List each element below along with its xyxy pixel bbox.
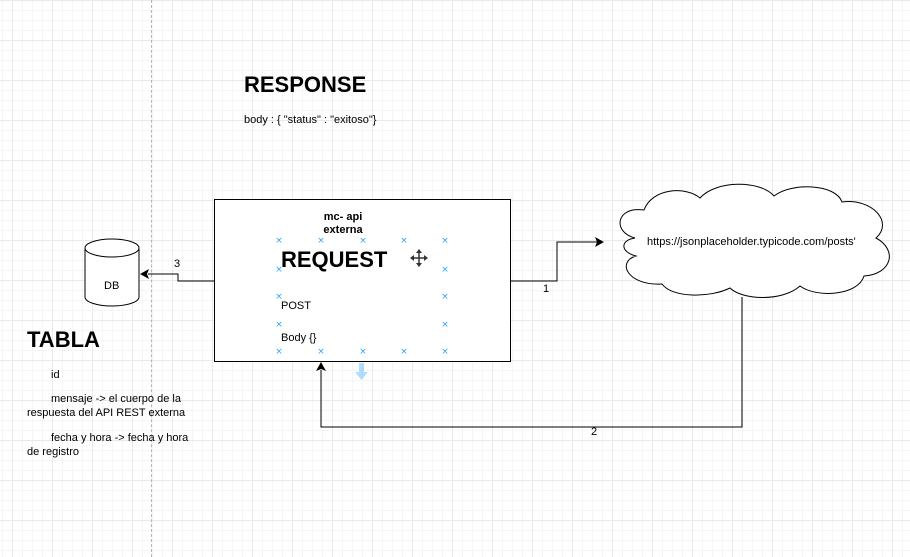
edge-2-label[interactable]: 2 [591,426,598,438]
selection-handle-icon[interactable]: × [275,292,283,302]
move-cursor-icon [410,249,428,267]
selection-handle-icon[interactable]: × [441,265,449,275]
page-boundary-guide [151,0,152,557]
selection-handle-icon[interactable]: × [359,347,367,357]
edge-3-arrowhead [140,269,149,279]
selection-handle-icon[interactable]: × [359,236,367,246]
service-name-label[interactable]: mc- api externa [323,211,363,236]
selection-handle-icon[interactable]: × [317,347,325,357]
edge-1-connector[interactable] [510,241,597,282]
service-box[interactable] [214,199,511,362]
edge-2-arrowhead [316,362,326,371]
selection-handle-icon[interactable]: × [400,236,408,246]
edge-1-arrowhead [595,237,604,247]
database-cylinder[interactable] [84,238,140,307]
table-field-fecha[interactable]: fecha y hora -> fecha y hora de registro [27,432,189,458]
table-field-id[interactable]: id [51,369,60,381]
edge-2-connector[interactable] [320,297,743,428]
selection-handle-icon[interactable]: × [441,236,449,246]
request-body-label[interactable]: Body {} [281,332,317,344]
database-label[interactable]: DB [104,280,120,292]
selection-handle-icon[interactable]: × [441,320,449,330]
selection-handle-icon[interactable]: × [275,347,283,357]
edge-3-label[interactable]: 3 [174,258,181,270]
edge-1-label[interactable]: 1 [543,283,550,295]
request-method-label[interactable]: POST [281,300,311,312]
selection-handle-icon[interactable]: × [275,320,283,330]
selection-handle-icon[interactable]: × [441,347,449,357]
table-field-mensaje[interactable]: mensaje -> el cuerpo de la respuesta del… [27,393,186,419]
edge-3-connector[interactable] [148,273,214,282]
external-api-url[interactable]: https://jsonplaceholder.typicode.com/pos… [647,236,856,248]
drop-hint-arrow-icon [355,363,368,380]
request-title[interactable]: REQUEST [281,247,388,272]
table-title[interactable]: TABLA [27,327,100,352]
selection-handle-icon[interactable]: × [317,236,325,246]
selection-handle-icon[interactable]: × [400,347,408,357]
selection-handle-icon[interactable]: × [441,292,449,302]
response-body-text[interactable]: body : { "status" : "exitoso"} [244,114,377,126]
external-api-cloud[interactable] [619,183,890,298]
selection-handle-icon[interactable]: × [275,236,283,246]
response-title[interactable]: RESPONSE [244,72,367,97]
selection-handle-icon[interactable]: × [275,265,283,275]
